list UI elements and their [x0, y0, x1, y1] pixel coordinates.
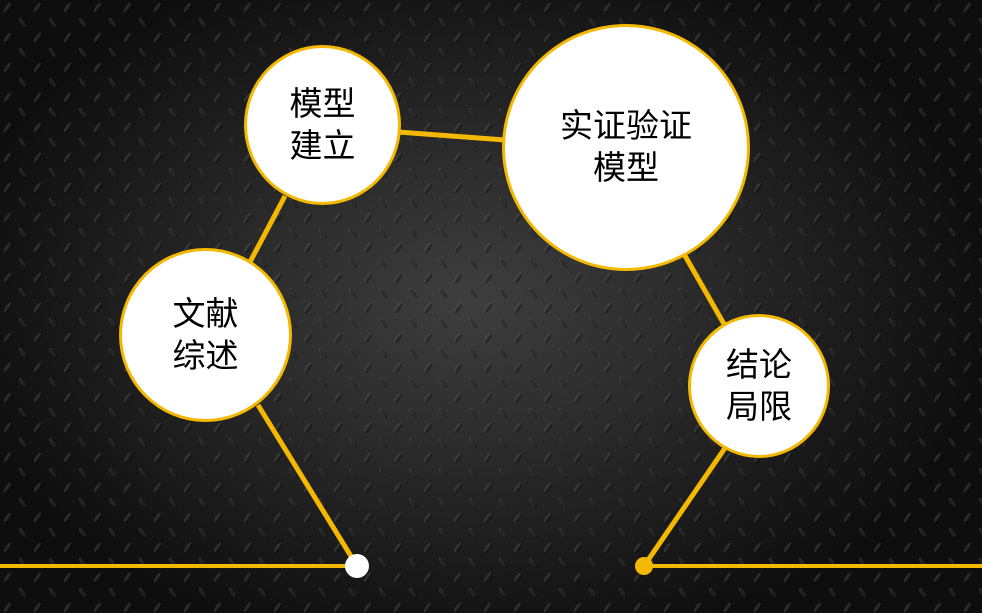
node-label: 模型 建立 [289, 84, 356, 165]
start-dot [345, 554, 369, 578]
node-conclusion-limits[interactable]: 结论 局限 [688, 314, 830, 458]
node-label: 实证验证 模型 [560, 105, 692, 187]
node-label: 文献 综述 [172, 294, 239, 375]
node-model-building[interactable]: 模型 建立 [244, 45, 401, 205]
node-empirical-validation[interactable]: 实证验证 模型 [502, 24, 750, 271]
node-literature-review[interactable]: 文献 综述 [119, 248, 292, 422]
end-dot [635, 557, 653, 575]
node-label: 结论 局限 [726, 345, 792, 426]
